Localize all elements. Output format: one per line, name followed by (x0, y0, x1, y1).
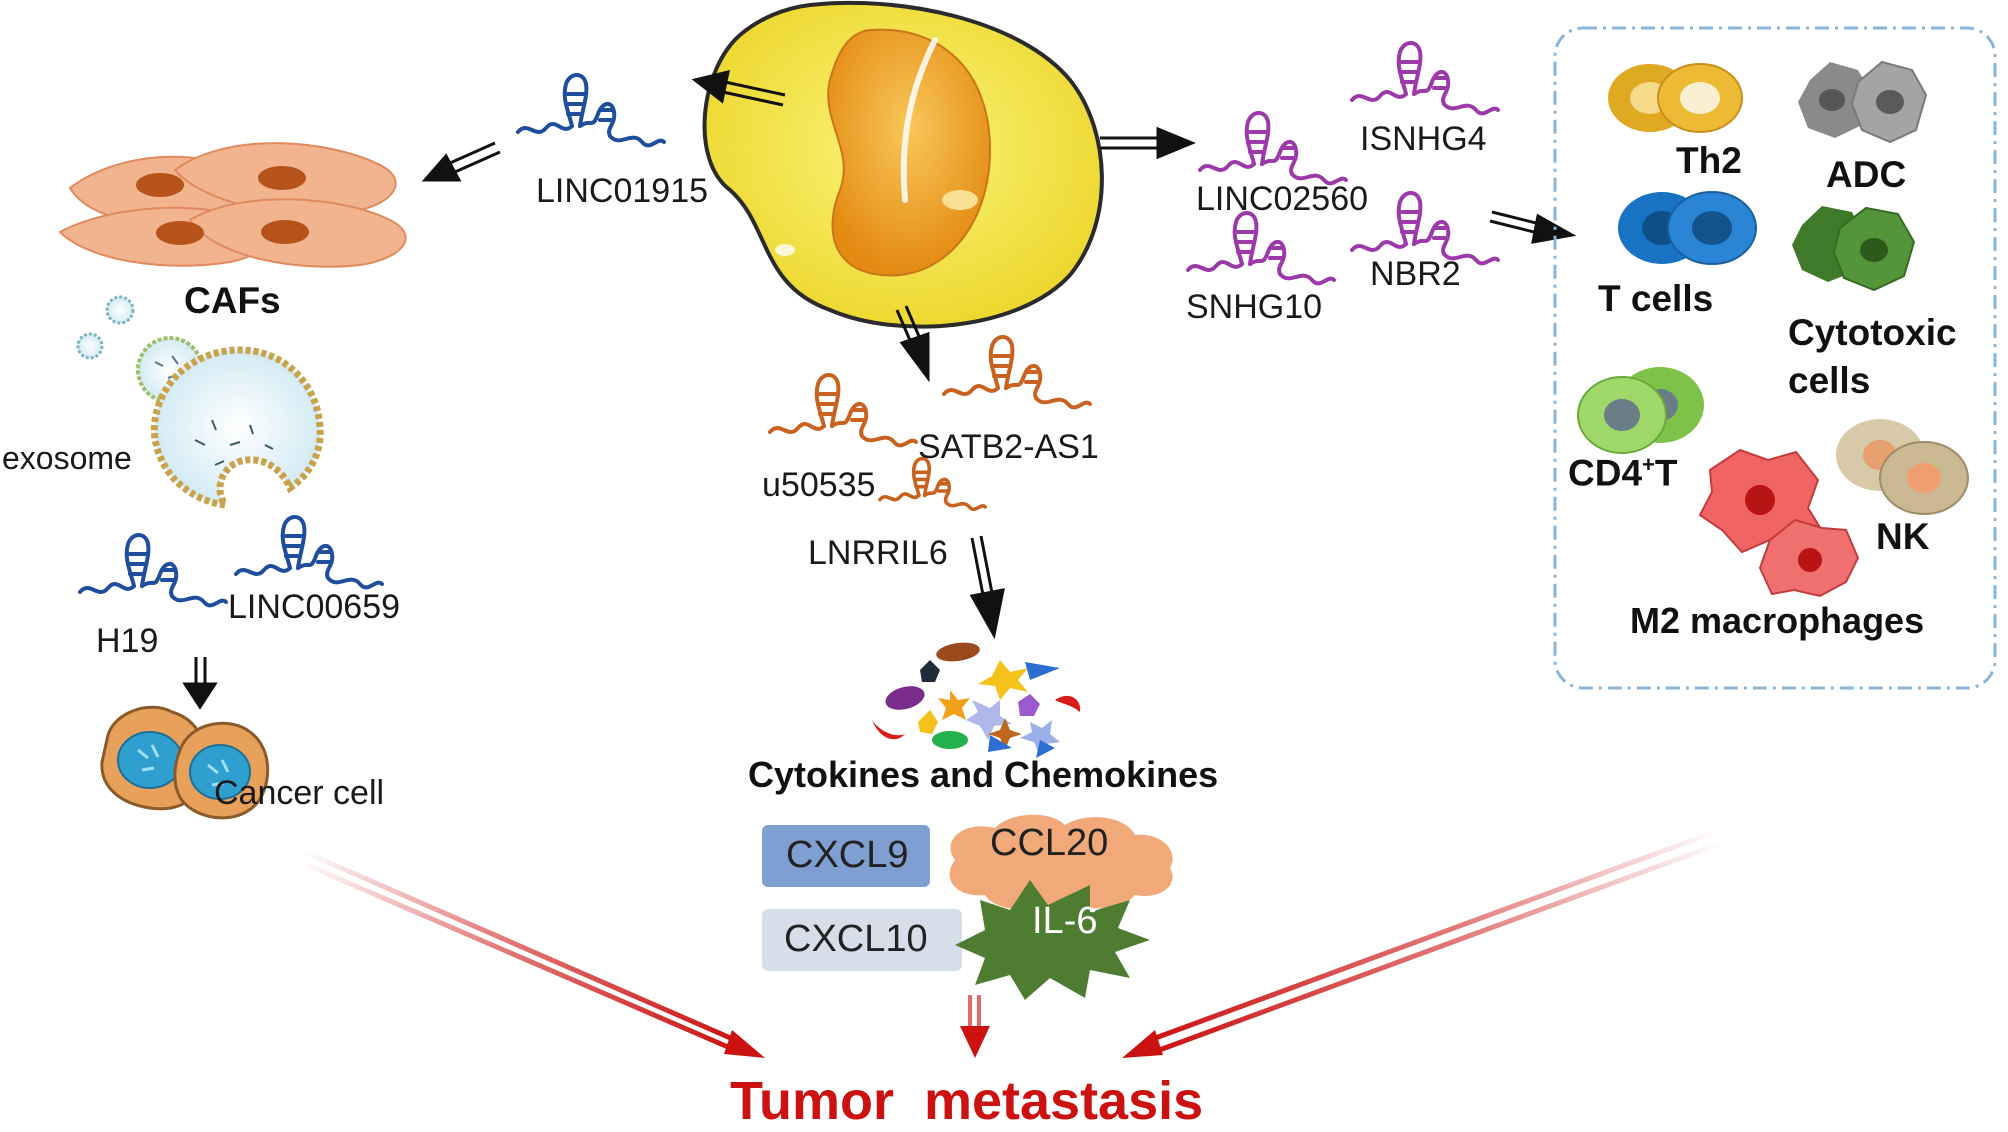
lncrna-snhg10-icon (1186, 211, 1336, 286)
arrow-linc01915-to-cafs (421, 141, 501, 182)
m2-macrophages-icon (1698, 448, 1860, 598)
label-cytotoxic-line1: Cytotoxic (1788, 312, 1957, 353)
cxcl10-box (762, 909, 962, 971)
label-cytotoxic-line2: cells (1788, 360, 1871, 401)
nk-cells-icon (1836, 419, 1969, 515)
arrow-tumor-to-orange-lncrnas (895, 305, 930, 383)
lncrna-h19-icon (78, 533, 228, 608)
cd4-t-cells-icon (1577, 367, 1704, 454)
t-cells-icon (1618, 191, 1757, 265)
label-cd4-t: CD4+T (1568, 452, 1678, 494)
label-cd4-sup: + (1642, 452, 1655, 477)
lncrna-linc00659-icon (234, 515, 384, 590)
label-snhg10: SNHG10 (1186, 288, 1323, 326)
il6-starburst (955, 880, 1150, 1000)
arrow-tumor-to-purple-lncrnas (1100, 126, 1196, 160)
tumor-cell-icon (702, 0, 1104, 329)
label-cd4-tail: T (1654, 452, 1678, 494)
label-cancer-cell: Cancer cell (214, 774, 385, 812)
label-isnhg4: ISNHG4 (1360, 120, 1487, 158)
label-lnrril6: LNRRIL6 (808, 534, 948, 572)
cytokines-heading: Cytokines and Chemokines (748, 754, 1219, 795)
label-linc00659: LINC00659 (228, 588, 401, 626)
label-m2-macrophages: M2 macrophages (1630, 600, 1925, 641)
adc-cell-icon (1798, 60, 1928, 144)
label-th2: Th2 (1676, 140, 1742, 181)
label-satb2-as1: SATB2-AS1 (918, 428, 1099, 466)
label-u50535: u50535 (762, 466, 876, 504)
immune-cells-panel (1553, 26, 1997, 690)
label-cxcl10: CXCL10 (784, 918, 928, 960)
cafs-icon (58, 142, 407, 268)
label-cd4-main: CD4 (1568, 452, 1643, 494)
label-nbr2: NBR2 (1370, 255, 1461, 293)
arrow-orange-to-cytokines (969, 535, 1005, 640)
arrow-lncrna-to-cancer-cell (182, 657, 218, 710)
arrow-tumor-to-linc01915 (691, 69, 786, 107)
label-t-cells: T cells (1598, 278, 1714, 319)
lncrna-linc01915-icon (516, 73, 666, 148)
cancer-cell-icon (100, 705, 270, 820)
lncrna-nbr2-icon (1350, 191, 1500, 266)
arrow-purple-to-immune (1489, 210, 1577, 244)
label-h19: H19 (96, 622, 159, 660)
label-linc02560: LINC02560 (1196, 180, 1369, 218)
lncrna-satb2-as1-icon (942, 335, 1092, 410)
red-arrow-left (298, 847, 765, 1058)
cytotoxic-cells-icon (1792, 206, 1916, 292)
label-linc01915: LINC01915 (536, 172, 709, 210)
lncrna-orange-icon (768, 373, 918, 448)
red-arrow-right (1122, 827, 1725, 1058)
label-ccl20: CCL20 (990, 822, 1109, 864)
lncrna-linc02560-icon (1198, 111, 1348, 186)
cytokines-icon (872, 642, 1081, 758)
label-adc: ADC (1826, 154, 1907, 195)
lncrna-lnrril6-icon (878, 456, 987, 512)
label-cxcl9: CXCL9 (786, 834, 909, 876)
tumor-metastasis-title: Tumor metastasis (730, 1071, 1204, 1131)
th2-cell-icon (1608, 63, 1743, 133)
label-nk: NK (1876, 516, 1930, 557)
ccl20-cloud (949, 814, 1173, 910)
label-exosome: exosome (2, 440, 132, 476)
label-cafs: CAFs (184, 280, 281, 321)
lncrna-isnhg4-icon (1350, 41, 1500, 116)
exosome-icon (76, 295, 324, 510)
label-il6: IL-6 (1032, 900, 1098, 942)
red-arrow-center (960, 995, 990, 1058)
cxcl9-box (762, 825, 930, 887)
